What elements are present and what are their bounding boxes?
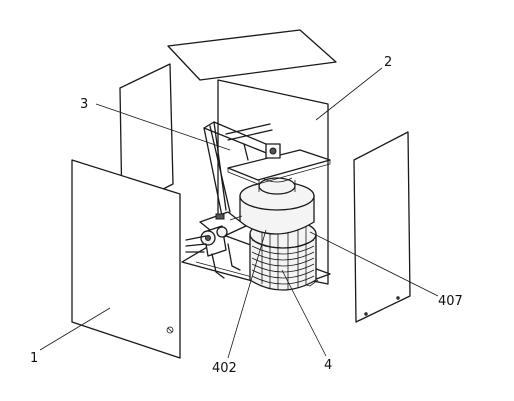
label-part-2: 2 [384,55,392,70]
label-part-1: 1 [30,351,38,366]
right-side-panel [353,131,411,323]
leader-lines [39,67,439,359]
label-part-4: 4 [324,358,332,373]
gear-clamp-assembly [185,211,247,279]
left-side-wall [119,63,174,211]
front-door-panel [71,159,181,359]
label-part-407: 407 [438,294,463,309]
top-lid-panel [167,29,337,81]
internal-mechanism [185,121,331,291]
label-part-3: 3 [80,97,88,112]
label-part-402: 402 [212,361,237,376]
upper-drum [239,177,315,235]
lever-arm [203,121,281,217]
